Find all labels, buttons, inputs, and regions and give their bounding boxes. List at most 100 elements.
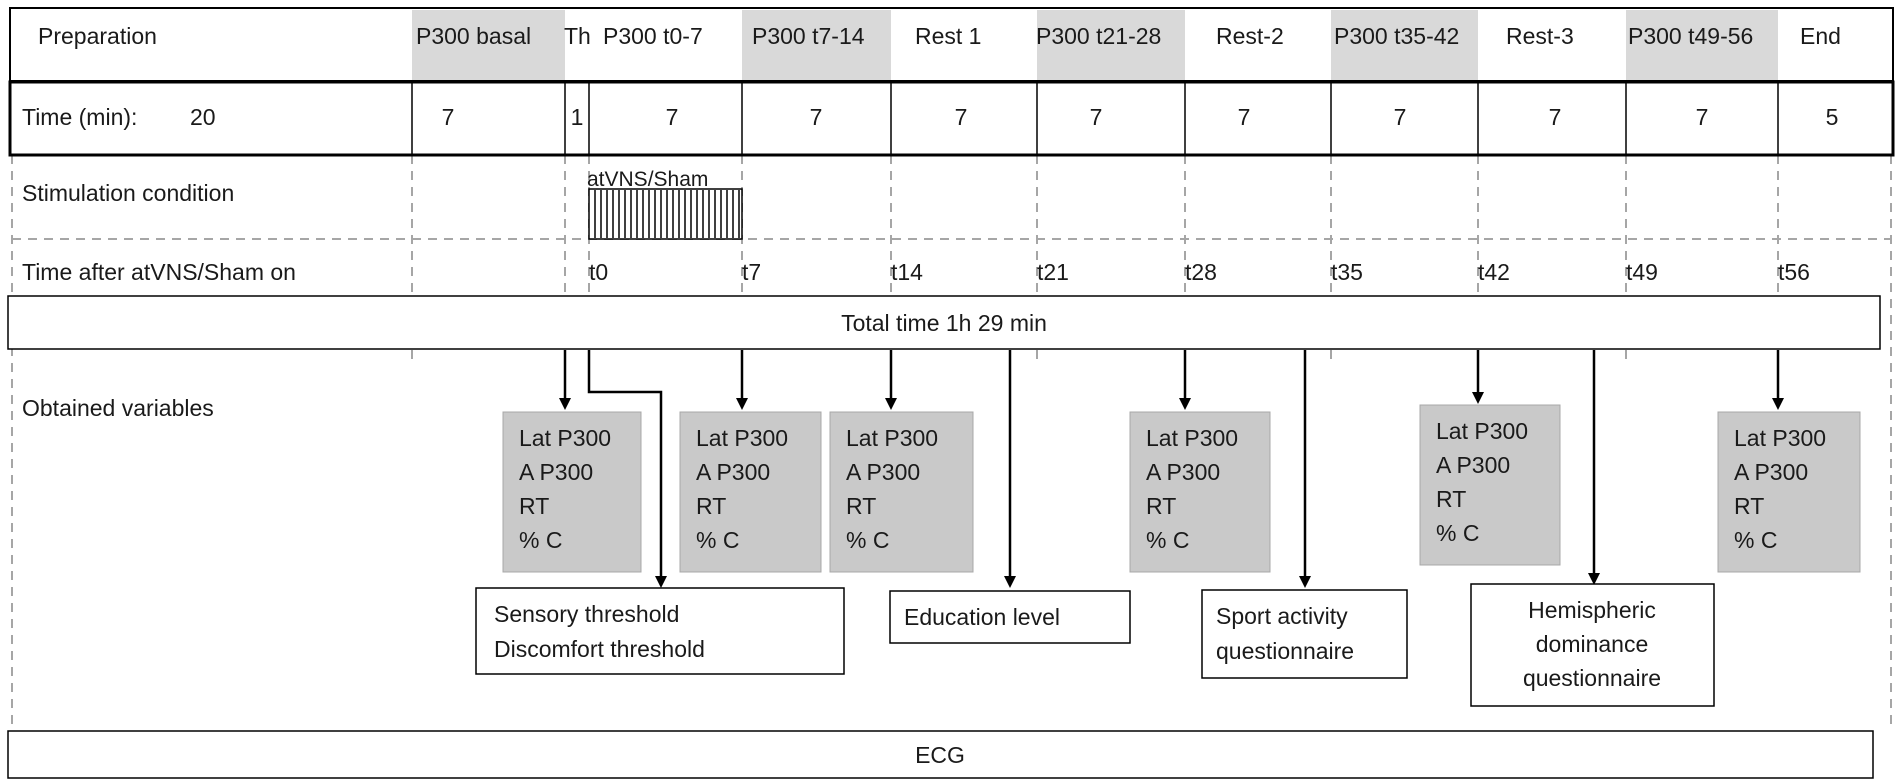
time-row-label: Time (min): [22, 104, 137, 130]
var-line: RT [1436, 486, 1466, 512]
hemispheric-box: Hemispheric dominance questionnaire [1470, 583, 1715, 707]
variable-box-t42: Lat P300 A P300 RT % C [1419, 404, 1561, 566]
total-time-bar [7, 295, 1881, 350]
var-line: Lat P300 [1436, 418, 1528, 444]
phase-label-p300-t21-28: P300 t21-28 [1036, 23, 1161, 49]
var-line: % C [1734, 527, 1777, 553]
time-mark-t14: t14 [891, 259, 923, 285]
time-value-p300-t49-56: 7 [1696, 104, 1709, 130]
var-line: RT [519, 493, 549, 519]
phase-label-p300-basal: P300 basal [416, 23, 531, 49]
time-value-preparation: 20 [190, 104, 216, 130]
var-line: Lat P300 [846, 425, 938, 451]
sport-box: Sport activity questionnaire [1201, 589, 1408, 679]
stimulation-label: Stimulation condition [22, 180, 234, 206]
hemispheric-line: dominance [1536, 631, 1649, 657]
phase-label-p300-t35-42: P300 t35-42 [1334, 23, 1459, 49]
time-mark-t49: t49 [1626, 259, 1658, 285]
arrowhead-icon [1772, 398, 1784, 410]
variable-box-t56: Lat P300 A P300 RT % C [1717, 411, 1861, 573]
phase-label-p300-t0-7: P300 t0-7 [603, 23, 703, 49]
phase-label-end: End [1800, 23, 1841, 49]
variable-box-t14: Lat P300 A P300 RT % C [829, 411, 974, 573]
time-value-end: 5 [1826, 104, 1839, 130]
var-line: % C [696, 527, 739, 553]
var-line: A P300 [846, 459, 920, 485]
time-row-dividers [411, 82, 1779, 155]
time-mark-t35: t35 [1331, 259, 1363, 285]
sport-line: Sport activity [1216, 603, 1348, 629]
connector-lines [563, 350, 1780, 576]
phase-label-p300-t49-56: P300 t49-56 [1628, 23, 1753, 49]
arrowhead-icon [1472, 392, 1484, 404]
time-value-threshold: 1 [571, 104, 584, 130]
hemispheric-line: Hemispheric [1528, 597, 1656, 623]
var-line: Lat P300 [1734, 425, 1826, 451]
var-line: RT [1146, 493, 1176, 519]
var-line: A P300 [519, 459, 593, 485]
var-line: Lat P300 [1146, 425, 1238, 451]
time-value-rest-1: 7 [955, 104, 968, 130]
arrowhead-icon [1004, 576, 1016, 588]
time-value-p300-t21-28: 7 [1090, 104, 1103, 130]
phase-label-p300-t7-14: P300 t7-14 [752, 23, 865, 49]
variable-box-t7: Lat P300 A P300 RT % C [679, 411, 822, 573]
threshold-box: Sensory threshold Discomfort threshold [475, 587, 845, 675]
obtained-variables-label: Obtained variables [22, 395, 214, 421]
time-mark-t21: t21 [1037, 259, 1069, 285]
hemispheric-line: questionnaire [1523, 665, 1661, 691]
arrowhead-icon [655, 576, 667, 588]
time-value-p300-t7-14: 7 [810, 104, 823, 130]
var-line: % C [1146, 527, 1189, 553]
arrowheads [559, 392, 1784, 588]
time-value-p300-t35-42: 7 [1394, 104, 1407, 130]
time-mark-t0: t0 [589, 259, 608, 285]
var-line: % C [1436, 520, 1479, 546]
phase-label-rest-1: Rest 1 [915, 23, 981, 49]
phase-label-rest-3: Rest-3 [1506, 23, 1574, 49]
time-value-p300-basal: 7 [442, 104, 455, 130]
var-line: A P300 [696, 459, 770, 485]
education-box: Education level [889, 590, 1131, 644]
time-row-frame [8, 80, 1895, 157]
arrowhead-icon [1588, 573, 1600, 585]
threshold-line: Discomfort threshold [494, 636, 705, 662]
arrowhead-icon [559, 398, 571, 410]
ecg-bar [7, 730, 1874, 779]
arrowhead-icon [885, 398, 897, 410]
arrowhead-icon [736, 398, 748, 410]
var-line: Lat P300 [696, 425, 788, 451]
variable-box-t28: Lat P300 A P300 RT % C [1129, 411, 1271, 573]
education-line: Education level [904, 604, 1060, 630]
time-value-rest-3: 7 [1549, 104, 1562, 130]
time-after-label: Time after atVNS/Sham on [22, 259, 296, 285]
var-line: % C [519, 527, 562, 553]
phase-label-threshold: Th [564, 23, 591, 49]
stimulation-bar [588, 188, 743, 240]
time-mark-t7: t7 [742, 259, 761, 285]
ecg-label: ECG [915, 742, 965, 768]
phase-label-preparation: Preparation [38, 23, 157, 49]
var-line: A P300 [1146, 459, 1220, 485]
phase-shading [412, 10, 1778, 80]
variable-box-t0: Lat P300 A P300 RT % C [502, 411, 642, 573]
phase-label-rest-2: Rest-2 [1216, 23, 1284, 49]
arrowhead-icon [1299, 576, 1311, 588]
var-line: RT [846, 493, 876, 519]
time-value-rest-2: 7 [1238, 104, 1251, 130]
time-value-p300-t0-7: 7 [666, 104, 679, 130]
time-mark-t56: t56 [1778, 259, 1810, 285]
var-line: A P300 [1436, 452, 1510, 478]
threshold-line: Sensory threshold [494, 601, 679, 627]
var-line: Lat P300 [519, 425, 611, 451]
total-time-label: Total time 1h 29 min [841, 310, 1047, 336]
arrowhead-icon [1179, 398, 1191, 410]
var-line: RT [696, 493, 726, 519]
var-line: % C [846, 527, 889, 553]
var-line: A P300 [1734, 459, 1808, 485]
sport-line: questionnaire [1216, 638, 1354, 664]
time-mark-t28: t28 [1185, 259, 1217, 285]
stimulation-marker-label: atVNS/Sham [587, 168, 708, 191]
var-line: RT [1734, 493, 1764, 519]
